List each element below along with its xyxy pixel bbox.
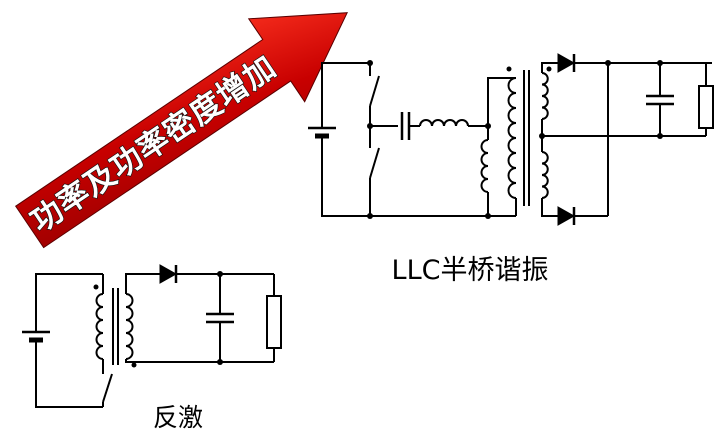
junction-dot <box>485 123 491 129</box>
flyback-circuit-caption: 反激 <box>152 403 203 431</box>
arrow-label: 功率及功率密度增加 <box>24 49 283 240</box>
llc-circuit-caption: LLC半桥谐振 <box>391 255 549 286</box>
llc-transformer <box>506 66 552 206</box>
junction-dot <box>217 359 223 365</box>
llc-load-resistor <box>698 85 714 129</box>
llc-junction-dots <box>367 60 663 219</box>
llc-rectifier-diode-top <box>557 53 576 73</box>
llc-high-side-switch <box>369 75 380 107</box>
junction-dot <box>367 213 373 219</box>
flyback-load-resistor <box>266 295 282 349</box>
flyback-output-diode <box>159 264 178 284</box>
llc-circuit-schematic <box>308 53 714 226</box>
transformer-primary-winding <box>95 293 104 360</box>
junction-dot <box>485 213 491 219</box>
llc-low-side-switch <box>369 147 380 179</box>
transformer-core <box>523 70 530 206</box>
flyback-input-battery <box>22 330 50 343</box>
junction-dot <box>605 60 611 66</box>
flyback-output-capacitor <box>206 312 234 324</box>
transformer-core <box>112 288 119 365</box>
flyback-wires <box>35 273 275 408</box>
flyback-circuit-schematic <box>22 264 282 408</box>
junction-dot <box>657 133 663 139</box>
llc-resonant-inductor <box>419 119 469 127</box>
transformer-primary-winding <box>507 77 517 199</box>
flyback-transformer <box>93 284 137 368</box>
primary-phase-dot <box>93 284 99 290</box>
flyback-junction-dots <box>217 271 223 365</box>
transformer-secondary-bottom-winding <box>541 151 549 199</box>
secondary-phase-dot <box>131 362 137 368</box>
llc-magnetizing-inductor <box>480 139 489 193</box>
llc-rectifier-diode-bottom <box>557 206 576 226</box>
llc-wires <box>321 62 712 217</box>
junction-dot <box>367 123 373 129</box>
transformer-secondary-winding <box>125 293 134 360</box>
secondary-phase-dot <box>546 66 552 72</box>
arrow-shape <box>14 12 348 249</box>
junction-dot <box>217 271 223 277</box>
junction-dot <box>657 60 663 66</box>
junction-dot <box>367 60 373 66</box>
transformer-secondary-top-winding <box>541 72 549 120</box>
flyback-switch <box>102 373 113 403</box>
junction-dot <box>539 133 545 139</box>
llc-input-battery <box>308 126 336 139</box>
llc-resonant-capacitor <box>400 112 411 140</box>
llc-output-capacitor <box>646 94 674 106</box>
primary-phase-dot <box>506 66 512 72</box>
